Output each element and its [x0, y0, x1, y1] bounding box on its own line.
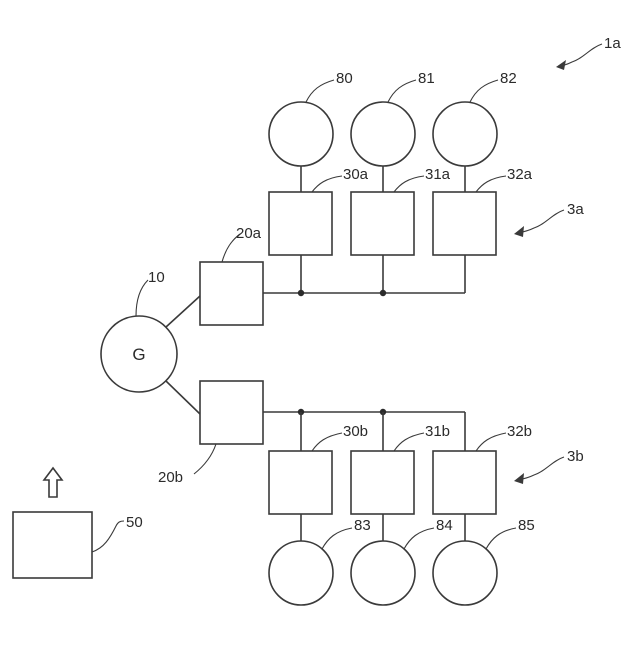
load-81-leader	[388, 80, 416, 102]
unit-31b-label: 31b	[425, 423, 450, 440]
up-arrow-icon	[44, 468, 62, 497]
load-80-leader	[306, 80, 334, 102]
controller-50-box	[13, 512, 92, 578]
load-85-leader	[486, 528, 516, 549]
load-82-circle	[433, 102, 497, 166]
hub-20b-label: 20b	[158, 469, 183, 486]
group-3b-label: 3b	[567, 448, 584, 465]
group-3b-arrowhead	[514, 473, 524, 484]
load-81-label: 81	[418, 70, 435, 87]
hub-20b-box	[200, 381, 263, 444]
group-3b-arrow	[518, 457, 564, 480]
unit-30b-leader	[312, 433, 342, 451]
controller-50-label: 50	[126, 514, 143, 531]
unit-32a-label: 32a	[507, 166, 533, 183]
unit-30a-box	[269, 192, 332, 255]
load-82-label: 82	[500, 70, 517, 87]
unit-32b-box	[433, 451, 496, 514]
unit-32a-leader	[476, 176, 506, 192]
load-84-label: 84	[436, 517, 453, 534]
gen-to-hub-b	[166, 381, 200, 414]
unit-31a-box	[351, 192, 414, 255]
figure-label: 1a	[604, 35, 621, 52]
group-3a-label: 3a	[567, 201, 584, 218]
hub-20a-box	[200, 262, 263, 325]
unit-32a-box	[433, 192, 496, 255]
controller-50-leader	[92, 521, 124, 552]
unit-31a-label: 31a	[425, 166, 451, 183]
load-82-leader	[470, 80, 498, 102]
figure-label-arrowhead	[556, 60, 566, 70]
generator-label: 10	[148, 269, 165, 286]
load-85-label: 85	[518, 517, 535, 534]
load-81-circle	[351, 102, 415, 166]
group-3a-arrow	[518, 210, 564, 233]
group-3a-arrowhead	[514, 226, 524, 237]
generator-symbol: G	[132, 345, 145, 364]
load-80-circle	[269, 102, 333, 166]
load-84-leader	[404, 528, 434, 549]
unit-31b-leader	[394, 433, 424, 451]
unit-31a-leader	[394, 176, 424, 192]
load-83-label: 83	[354, 517, 371, 534]
load-84-circle	[351, 541, 415, 605]
hub-20a-label: 20a	[236, 225, 262, 242]
unit-30b-label: 30b	[343, 423, 368, 440]
bus-a-junction-1	[298, 290, 304, 296]
unit-32b-leader	[476, 433, 506, 451]
load-83-circle	[269, 541, 333, 605]
gen-to-hub-a	[166, 296, 200, 327]
hub-20b-leader	[194, 444, 216, 474]
unit-31b-box	[351, 451, 414, 514]
unit-30a-label: 30a	[343, 166, 369, 183]
load-83-leader	[322, 528, 352, 549]
unit-30a-leader	[312, 176, 342, 192]
unit-30b-box	[269, 451, 332, 514]
load-80-label: 80	[336, 70, 353, 87]
unit-32b-label: 32b	[507, 423, 532, 440]
bus-a-junction-2	[380, 290, 386, 296]
load-85-circle	[433, 541, 497, 605]
generator-leader	[136, 280, 148, 316]
